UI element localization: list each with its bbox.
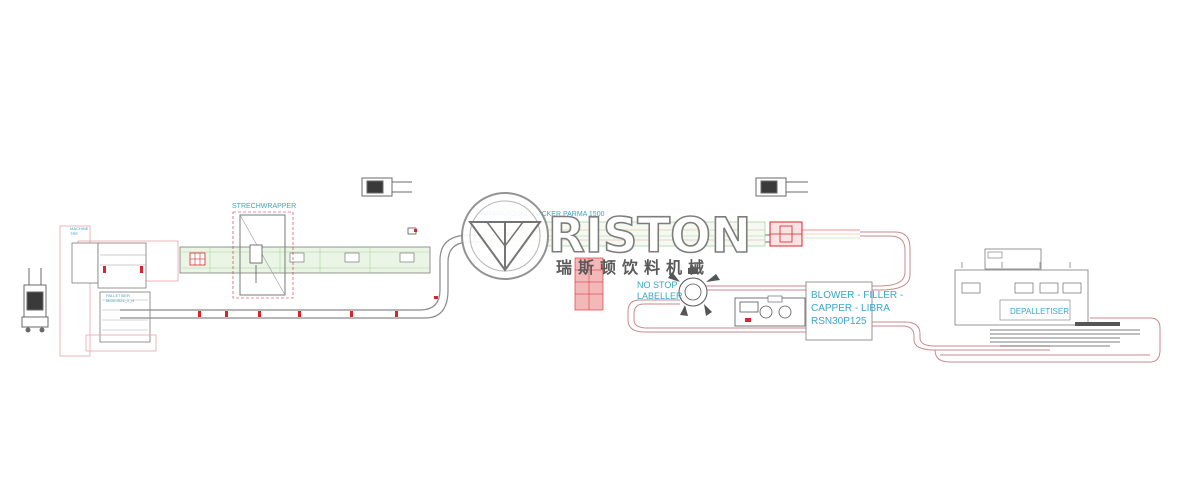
brand-name: RISTON	[548, 208, 751, 264]
palletiser-label-2: MOD.IS21_1_H	[106, 298, 134, 303]
riston-logo	[461, 192, 549, 280]
forklift-left	[21, 268, 49, 333]
carton-magazine	[574, 257, 604, 311]
blower-label-2: CAPPER - LIBRA	[811, 303, 890, 314]
blower-label-1: BLOWER - FILLER -	[811, 290, 903, 301]
blower-filler-machine: BLOWER - FILLER - CAPPER - LIBRA RSN30P1…	[734, 281, 903, 341]
blower-label-3: RSN30P125	[811, 316, 867, 327]
forklift-top-2	[755, 177, 808, 197]
palletiser-label-1: PALLETISER	[106, 293, 130, 298]
svg-text:TRE: TRE	[70, 231, 78, 236]
palletiser-area: MACHINE TRE PALLETISER MOD.IS21_1_H	[59, 225, 179, 357]
labeller-label: LABELLER	[637, 291, 683, 301]
labeller-machine: NO STOP LABELLER	[637, 268, 720, 316]
forklift-top-1	[361, 177, 412, 197]
no-stop-label: NO STOP	[637, 280, 677, 290]
brand-name-cn: 瑞斯顿饮料机械	[556, 258, 710, 277]
return-conveyor	[120, 234, 780, 319]
depalletiser-label: DEPALLETISER	[1010, 307, 1069, 316]
svg-text:MACHINE: MACHINE	[70, 226, 89, 231]
strechwrapper-label: STRECHWRAPPER	[232, 203, 296, 210]
depalletiser-area: DEPALLETISER	[954, 248, 1140, 347]
stretchwrapper-conveyor: STRECHWRAPPER	[179, 203, 431, 299]
bottle-conveyor-loop	[627, 231, 1161, 363]
